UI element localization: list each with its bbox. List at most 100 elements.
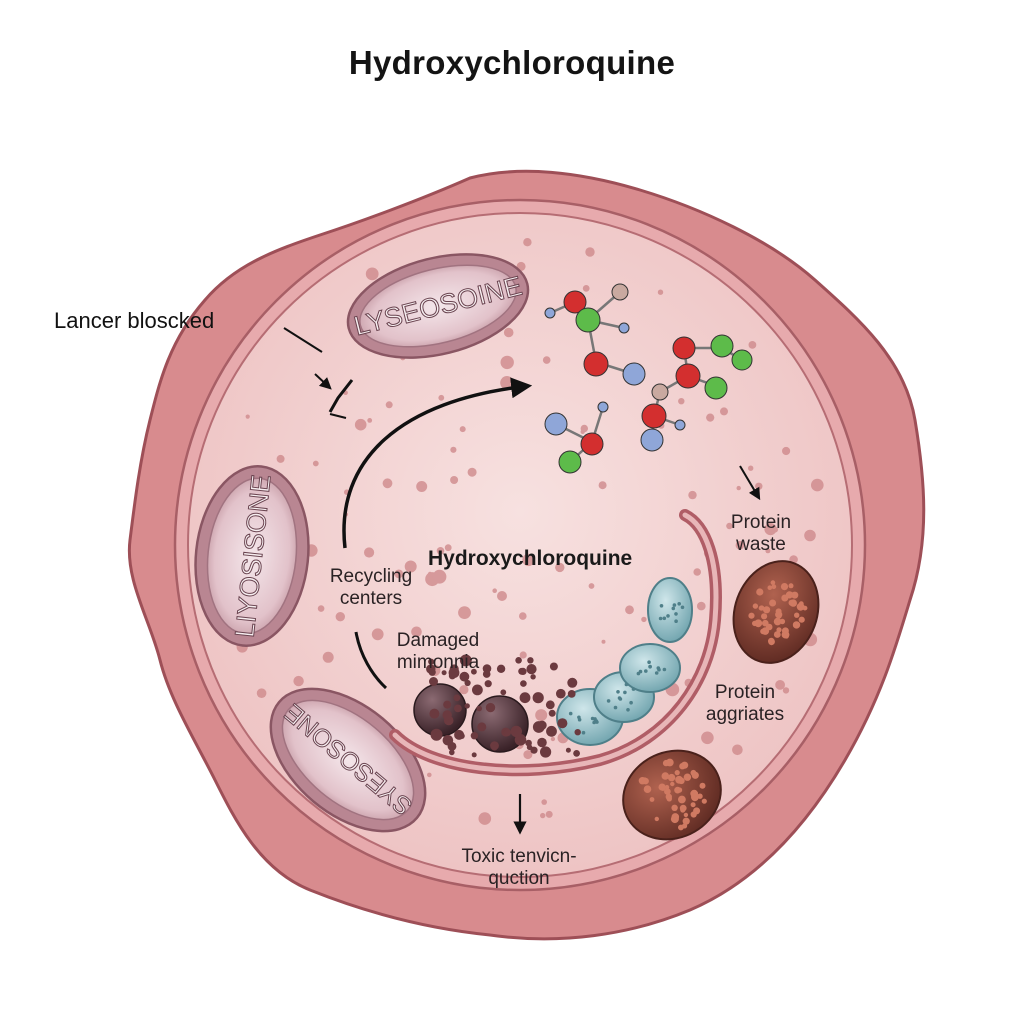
aggregate-dot [674, 612, 678, 616]
damaged-particle [454, 704, 462, 713]
cytoplasm-speckle [541, 799, 547, 805]
damaged-particle [556, 688, 566, 699]
waste-dot [770, 580, 776, 585]
waste-dot [642, 777, 647, 782]
cytoplasm-speckle [492, 588, 498, 593]
cytoplasm-speckle [580, 424, 588, 433]
cytoplasm-speckle [585, 247, 595, 257]
cytoplasm-speckle [438, 394, 445, 401]
waste-dot [679, 763, 686, 770]
cytoplasm-speckle [411, 626, 422, 638]
damaged-particle [453, 694, 461, 702]
waste-dot [680, 807, 686, 813]
aggregate-dot [623, 690, 627, 695]
waste-dot [762, 619, 769, 627]
damaged-particle [426, 664, 436, 674]
aggregate-dot [647, 660, 651, 664]
damaged-particle [477, 722, 487, 732]
aggregate-dot [631, 687, 636, 691]
damaged-particle [429, 677, 438, 686]
damaged-particle [548, 709, 556, 717]
page-title: Hydroxychloroquine [348, 44, 676, 81]
waste-dot [768, 639, 775, 646]
waste-dot [670, 781, 675, 787]
cytoplasm-speckle [467, 467, 477, 477]
waste-dot [754, 619, 763, 628]
waste-dot [752, 603, 759, 609]
damaged-particle [471, 668, 477, 675]
cytoplasm-speckle [364, 547, 375, 558]
waste-dot [682, 817, 690, 825]
waste-dot [781, 594, 789, 602]
waste-dot [697, 793, 703, 799]
waste-dot [758, 605, 764, 611]
cytoplasm-speckle [500, 355, 514, 370]
cytoplasm-speckle [519, 651, 527, 659]
cytoplasm-speckle [523, 750, 533, 760]
waste-dot [671, 804, 678, 811]
damaged-particle [484, 680, 492, 688]
aggregate-dot [666, 614, 670, 618]
aggregate-dot [577, 717, 582, 722]
damaged-particle [532, 692, 544, 704]
aggregate-dot [629, 700, 633, 705]
cytoplasm-speckle [427, 772, 432, 778]
cytoplasm-speckle [540, 812, 546, 819]
damaged-particle [526, 664, 537, 675]
cytoplasm-speckle [404, 560, 417, 573]
cytoplasm-speckle [382, 478, 393, 489]
waste-dot [690, 802, 696, 808]
waste-dot [661, 772, 670, 780]
cytoplasm-speckle [601, 639, 606, 644]
damaged-particle [428, 658, 435, 665]
damaged-particle [546, 725, 557, 737]
waste-dot [763, 606, 771, 614]
waste-dot [776, 627, 782, 633]
label-protein-aggriates: Protein aggriates [705, 682, 785, 725]
cytoplasm-speckle [444, 544, 452, 552]
damaged-particle [459, 671, 470, 682]
damaged-particle [491, 744, 498, 751]
damaged-particle [448, 667, 460, 679]
damaged-particle [485, 702, 496, 713]
cytoplasm-speckle [478, 812, 492, 825]
cytoplasm-speckle [693, 568, 701, 576]
damaged-particle [435, 731, 443, 739]
protein-waste-texture [638, 580, 808, 831]
damaged-particle [545, 700, 555, 710]
waste-dot [748, 612, 755, 619]
waste-dot [761, 627, 770, 635]
aggregate-dot [674, 619, 678, 623]
label-toxic-tenvicn: Toxic tenvicn- quction [461, 846, 577, 889]
damaged-particle [527, 657, 534, 664]
cytoplasm-speckle [782, 446, 791, 456]
aggregate-dot [636, 671, 641, 676]
damaged-particle [540, 746, 552, 758]
waste-dot [791, 591, 799, 599]
cytoplasm-speckle [367, 418, 373, 423]
waste-dot [798, 601, 804, 607]
cytoplasm-speckle [732, 744, 743, 756]
damaged-particle [567, 677, 578, 688]
aggregate-dot [568, 711, 573, 716]
cytoplasm-speckle [688, 490, 697, 500]
damaged-particle [519, 667, 527, 676]
aggregate-dot [648, 664, 652, 669]
waste-dot [802, 605, 808, 611]
waste-dot [794, 612, 800, 618]
cytoplasm-speckle [772, 526, 778, 533]
waste-dot [678, 824, 684, 831]
damaged-particle [464, 703, 470, 709]
damaged-particle [515, 657, 522, 664]
aggregate-dot [590, 716, 595, 721]
damaged-particle [471, 752, 477, 758]
waste-dot [798, 616, 805, 623]
cytoplasm-speckle [542, 356, 551, 364]
waste-dot [678, 795, 686, 804]
cytoplasm-speckle [522, 553, 535, 567]
aggregate-dot [662, 616, 667, 621]
aggregate-dot [654, 671, 659, 675]
cytoplasm-speckle [736, 485, 741, 491]
cytoplasm-speckle [354, 418, 367, 431]
